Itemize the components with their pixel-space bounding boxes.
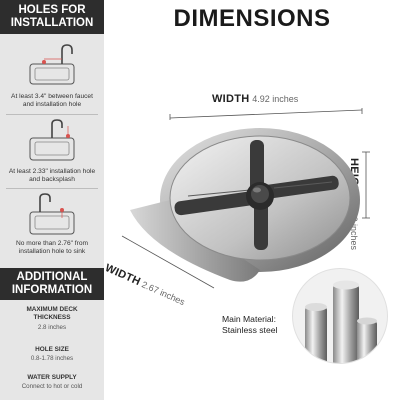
note-backsplash-distance: At least 2.33" installation hole and bac… — [8, 168, 96, 183]
page-title: DIMENSIONS — [173, 5, 331, 32]
info-hole-size-title: HOLE SIZE — [35, 346, 69, 353]
width-left-dimension-line — [121, 235, 215, 289]
info-deck-thickness-value: 2.8 inches — [37, 324, 67, 331]
note-faucet-distance: At least 3.4" between faucet and install… — [11, 93, 93, 108]
holes-for-installation-header: HOLES FOR INSTALLATION — [0, 0, 104, 34]
divider — [6, 114, 98, 115]
material-label: Main Material: Stainless steel — [222, 314, 278, 335]
steel-cylinders-image — [305, 280, 377, 363]
additional-information-header: ADDITIONAL INFORMATION — [0, 268, 104, 300]
width-dimension-line — [169, 108, 363, 120]
info-water-supply-title: WATER SUPPLY — [27, 374, 77, 381]
divider — [6, 188, 98, 189]
note-sink-distance: No more than 2.76" from installation hol… — [16, 240, 88, 255]
faucet-sink-illustration-1 — [29, 44, 75, 85]
height-dimension-line — [362, 151, 370, 219]
stainless-steel-inset — [292, 268, 388, 364]
sidebar: HOLES FOR INSTALLATION At least 3.4" bet… — [0, 0, 104, 400]
glass-rinser-product-image — [130, 128, 360, 282]
faucet-sink-illustration-3 — [29, 193, 75, 235]
info-water-supply-value: Connect to hot or cold — [21, 383, 83, 390]
width-top-label: WIDTH 4.92 inches — [212, 93, 299, 105]
faucet-sink-illustration-2 — [29, 119, 75, 161]
info-deck-thickness-title: MAXIMUM DECK THICKNESS — [26, 306, 78, 321]
info-hole-size-value: 0.8-1.78 inches — [30, 355, 74, 362]
